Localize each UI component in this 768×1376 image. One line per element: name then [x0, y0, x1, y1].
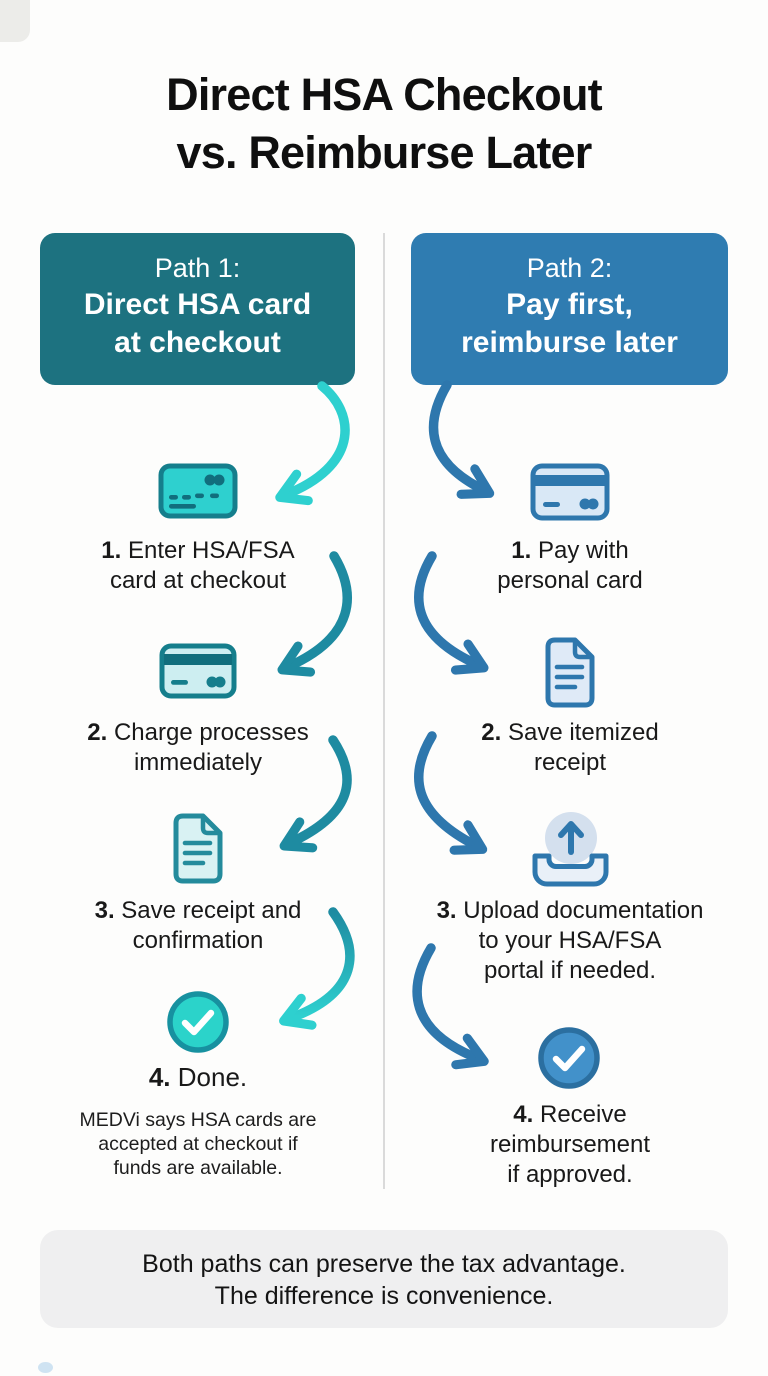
path1-step3-text: 3. Save receipt and confirmation: [94, 897, 302, 954]
step-number: 4.: [513, 1101, 534, 1128]
path1-footnote: MEDVi says HSA cards are accepted at che…: [79, 1109, 317, 1179]
check-circle-icon: [167, 991, 229, 1053]
path1-label: Path 1:: [154, 253, 241, 283]
credit-card-front-icon: [158, 463, 238, 519]
receipt-document-icon: [545, 637, 595, 708]
path2-step1-text: 1. Pay with personal card: [497, 537, 643, 594]
page-title: Direct HSA Checkout vs. Reimburse Later: [0, 66, 768, 182]
column-divider: [383, 233, 385, 1189]
path2-header: Path 2: Pay first, reimburse later: [411, 233, 728, 385]
credit-card-stripe-icon: [159, 643, 237, 699]
path1-step2-text: 2. Charge processes immediately: [87, 719, 309, 776]
path1-arrow-1: [275, 381, 350, 506]
step-number: 4.: [148, 1062, 171, 1092]
path2-title-line2: reimburse later: [461, 326, 678, 359]
step-number: 3.: [436, 897, 457, 924]
path1-title-line2: at checkout: [114, 326, 281, 359]
upload-tray-icon: [532, 812, 609, 887]
step-number: 2.: [87, 719, 108, 746]
receipt-document-icon: [173, 813, 223, 884]
summary-box: Both paths can preserve the tax advantag…: [40, 1230, 728, 1328]
step-number: 3.: [94, 897, 115, 924]
path1-step1-text: 1. Enter HSA/FSA card at checkout: [101, 537, 295, 594]
summary-line1: Both paths can preserve the tax advantag…: [142, 1250, 626, 1278]
path2-step3-text: 3. Upload documentation to your HSA/FSA …: [436, 897, 704, 984]
step-number: 1.: [101, 537, 122, 564]
page-title-line1: Direct HSA Checkout: [166, 69, 603, 120]
step-number: 1.: [511, 537, 532, 564]
path2-label: Path 2:: [526, 253, 613, 283]
page-title-line2: vs. Reimburse Later: [176, 127, 593, 178]
step-number: 2.: [481, 719, 502, 746]
speck-artifact: [38, 1362, 53, 1373]
path1-header: Path 1: Direct HSA card at checkout: [40, 233, 355, 385]
check-circle-icon: [538, 1027, 600, 1089]
path1-step4-text: 4. Done.: [148, 1062, 248, 1092]
credit-card-stripe-icon: [530, 463, 610, 521]
path2-step2-text: 2. Save itemized receipt: [481, 719, 659, 776]
corner-artifact: [0, 0, 30, 42]
path2-title-line1: Pay first,: [506, 288, 633, 321]
path1-title-line1: Direct HSA card: [83, 288, 312, 321]
path2-step4-text: 4. Receive reimbursement if approved.: [489, 1101, 651, 1188]
summary-line2: The difference is convenience.: [214, 1282, 554, 1310]
path2-arrow-1: [428, 380, 495, 499]
